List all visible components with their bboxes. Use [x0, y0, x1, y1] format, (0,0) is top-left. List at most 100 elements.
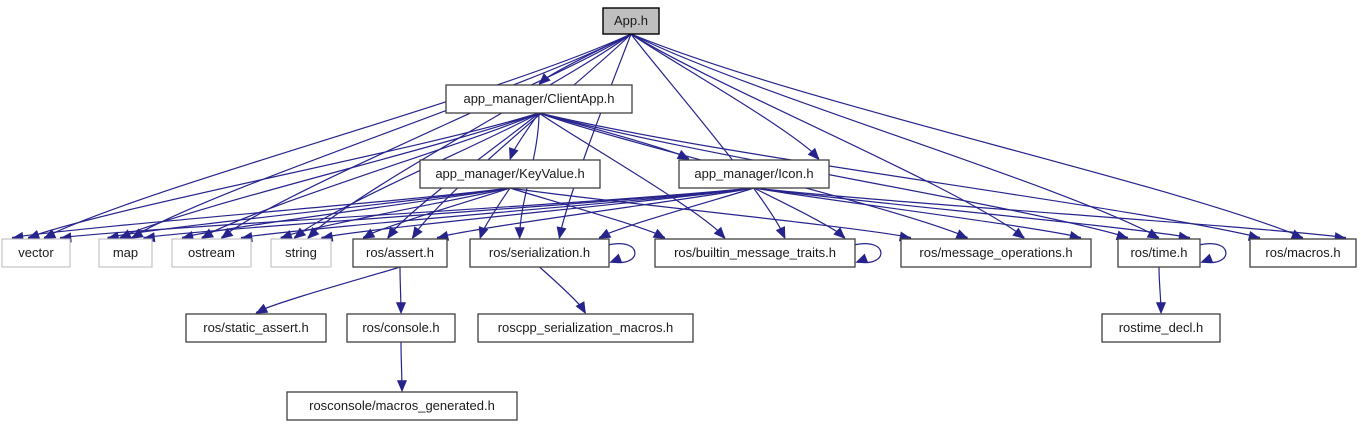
edge-arrowhead	[807, 147, 820, 161]
node-macrosgen[interactable]: rosconsole/macros_generated.h	[286, 391, 518, 421]
edge-assert-to-console	[395, 266, 407, 315]
edge-clientapp-to-ostream	[200, 112, 540, 239]
edge-arrowhead	[575, 301, 586, 315]
node-box-console[interactable]	[346, 313, 456, 343]
node-staticass[interactable]: ros/static_assert.h	[185, 313, 327, 343]
edge-arrowhead	[556, 226, 567, 240]
edge-line	[255, 266, 401, 314]
node-box-rostimed[interactable]	[1101, 313, 1221, 343]
node-assert[interactable]: ros/assert.h	[352, 238, 448, 268]
edge-app-to-macros	[630, 33, 1304, 239]
edge-icon-to-traits	[753, 187, 846, 240]
edge-arrowhead	[514, 227, 525, 240]
edge-serial-to-serialmac	[539, 266, 587, 315]
edge-self-line	[1198, 243, 1227, 264]
edge-arrowhead	[1012, 227, 1025, 239]
edge-arrowhead	[1200, 253, 1214, 264]
edge-arrowhead	[509, 147, 519, 161]
node-rostimed[interactable]: rostime_decl.h	[1101, 313, 1221, 343]
node-box-assert[interactable]	[352, 238, 448, 268]
node-box-keyvalue[interactable]	[419, 159, 601, 189]
node-box-macrosgen[interactable]	[286, 391, 518, 421]
node-app[interactable]: App.h	[602, 7, 660, 35]
edge-line	[538, 112, 1261, 239]
node-ostream[interactable]: ostream	[171, 238, 252, 268]
node-string[interactable]: string	[270, 238, 332, 268]
edge-line	[630, 33, 1160, 239]
node-vector[interactable]: vector	[1, 238, 71, 268]
edge-icon-to-vector	[59, 187, 755, 243]
edge-keyvalue-to-string	[279, 187, 511, 240]
node-box-macros[interactable]	[1249, 238, 1357, 268]
node-msgops[interactable]: ros/message_operations.h	[900, 238, 1092, 268]
edge-line	[181, 187, 511, 239]
node-box-serial[interactable]	[469, 238, 610, 268]
edge-arrowhead	[1155, 302, 1167, 315]
edge-line	[753, 187, 1347, 239]
edge-arrowhead	[598, 228, 612, 239]
edge-assert-to-staticass	[255, 266, 401, 314]
node-clientapp[interactable]: app_manager/ClientApp.h	[445, 84, 633, 114]
node-box-time[interactable]	[1117, 238, 1201, 268]
edge-line	[280, 187, 511, 239]
edge-layer	[11, 33, 1347, 393]
edge-self-line	[853, 243, 882, 264]
node-box-msgops[interactable]	[900, 238, 1092, 268]
node-layer: App.h app_manager/ClientApp.h app_manager/…	[1, 7, 1357, 421]
node-serial[interactable]: ros/serialization.h	[469, 238, 610, 268]
node-box-icon[interactable]	[678, 159, 830, 189]
edge-line	[630, 33, 820, 159]
edge-line	[558, 33, 632, 238]
edge-line	[630, 33, 1304, 239]
node-box-map[interactable]	[98, 238, 153, 268]
edge-line	[630, 33, 786, 238]
edge-app-to-ostream	[220, 33, 632, 239]
edge-line	[107, 187, 511, 239]
node-console[interactable]: ros/console.h	[346, 313, 456, 343]
edge-line	[59, 187, 755, 239]
edge-arrowhead	[387, 226, 399, 240]
edge-line	[27, 112, 540, 239]
edge-line	[143, 187, 755, 239]
edge-clientapp-to-keyvalue	[509, 112, 540, 161]
node-box-app[interactable]	[602, 7, 660, 35]
node-serialmac[interactable]: roscpp_serialization_macros.h	[477, 313, 694, 343]
edge-app-to-time	[630, 33, 1160, 239]
edge-icon-to-time	[753, 187, 1191, 242]
edge-app-to-assert	[411, 33, 632, 240]
edge-icon-to-serial	[598, 187, 755, 239]
edge-arrowhead	[652, 228, 666, 239]
edge-app-to-string	[307, 33, 632, 240]
edge-icon-to-msgops	[753, 187, 1082, 241]
edge-keyvalue-to-map	[106, 187, 511, 242]
edge-arrowhead	[255, 303, 269, 314]
edge-line	[11, 187, 511, 239]
edge-line	[43, 33, 632, 239]
node-time[interactable]: ros/time.h	[1117, 238, 1201, 268]
node-icon[interactable]: app_manager/Icon.h	[678, 159, 830, 189]
edge-arrowhead	[395, 302, 407, 315]
node-box-ostream[interactable]	[171, 238, 252, 268]
node-box-vector[interactable]	[1, 238, 71, 268]
node-keyvalue[interactable]: app_manager/KeyValue.h	[419, 159, 601, 189]
edge-line	[119, 112, 540, 239]
node-box-string[interactable]	[270, 238, 332, 268]
edge-line	[538, 112, 726, 238]
edge-arrowhead	[1290, 229, 1304, 239]
edge-serial-to-serial	[607, 243, 636, 264]
node-traits[interactable]: ros/builtin_message_traits.h	[654, 238, 856, 268]
edge-arrowhead	[855, 253, 869, 264]
node-box-staticass[interactable]	[185, 313, 327, 343]
edge-app-to-serial	[556, 33, 632, 240]
edge-console-to-macrosgen	[396, 341, 408, 393]
edge-line	[598, 187, 755, 239]
node-box-serialmac[interactable]	[477, 313, 694, 343]
node-map[interactable]: map	[98, 238, 153, 268]
edge-arrowhead	[833, 227, 846, 240]
node-macros[interactable]: ros/macros.h	[1249, 238, 1357, 268]
edge-app-to-msgops	[630, 33, 1025, 239]
node-box-clientapp[interactable]	[445, 84, 633, 114]
edge-arrowhead	[396, 380, 408, 393]
node-box-traits[interactable]	[654, 238, 856, 268]
